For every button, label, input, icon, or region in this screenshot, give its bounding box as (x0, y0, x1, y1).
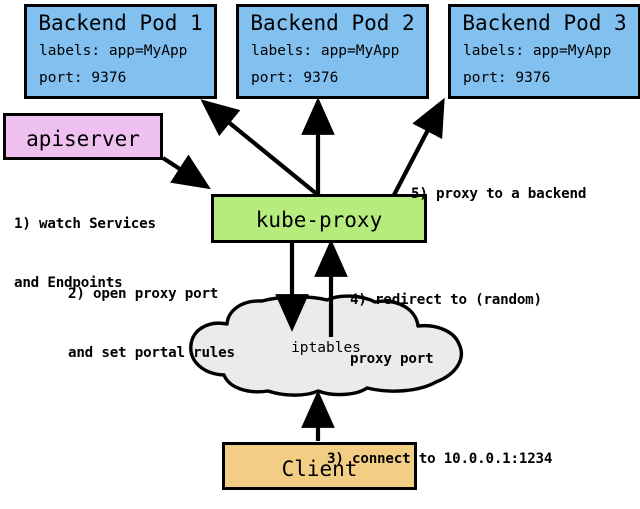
step-2-label: 2) open proxy port and set portal rules (68, 246, 235, 402)
backend-pod-3[interactable]: Backend Pod 3 labels: app=MyApp port: 93… (448, 4, 640, 99)
client-label: Client (281, 457, 358, 481)
backend-pod-1[interactable]: Backend Pod 1 labels: app=MyApp port: 93… (24, 4, 217, 99)
step-4-line-2: proxy port (350, 350, 434, 367)
apiserver-label: apiserver (26, 127, 140, 151)
client-node[interactable]: Client (222, 442, 417, 490)
apiserver-node[interactable]: apiserver (3, 113, 163, 160)
step-5-line-1: 5) proxy to a backend (411, 186, 587, 202)
step-1-line-1: 1) watch Services (14, 216, 156, 232)
backend-pod-2-title: Backend Pod 2 (250, 11, 415, 35)
arrow-kubeproxy-to-pod1 (200, 99, 320, 197)
cloud-icon (189, 294, 464, 397)
connector-layer (161, 97, 464, 441)
backend-pod-3-port: port: 9376 (463, 70, 551, 86)
step-4-label: 4) redirect to (random) proxy port (350, 252, 542, 408)
kubeproxy-node[interactable]: kube-proxy (211, 194, 427, 243)
step-5-label: 5) proxy to a backend (411, 146, 586, 244)
kubeproxy-label: kube-proxy (255, 208, 383, 232)
step-1-label: 1) watch Services and Endpoints (14, 176, 156, 332)
backend-pod-2-port: port: 9376 (251, 70, 339, 86)
backend-pod-1-labels: labels: app=MyApp (39, 43, 188, 59)
diagram-canvas: Backend Pod 1 labels: app=MyApp port: 93… (3, 4, 640, 490)
step-2-line-2: and set portal rules (68, 344, 235, 361)
backend-pod-3-labels: labels: app=MyApp (463, 43, 612, 59)
backend-pod-2-labels: labels: app=MyApp (251, 43, 400, 59)
iptables-label: iptables (291, 340, 361, 356)
step-1-line-2: and Endpoints (14, 274, 123, 291)
step-3-line-1: 3) connect to 10.0.0.1:1234 (327, 451, 553, 467)
backend-pod-1-title: Backend Pod 1 (38, 11, 203, 35)
arrow-apiserver-to-kubeproxy (161, 154, 211, 190)
step-2-line-1: 2) open proxy port (68, 286, 219, 302)
backend-pod-2[interactable]: Backend Pod 2 labels: app=MyApp port: 93… (236, 4, 429, 99)
step-4-line-1: 4) redirect to (random) (350, 292, 542, 308)
step-3-label: 3) connect to 10.0.0.1:1234 (327, 411, 552, 509)
backend-pod-1-port: port: 9376 (39, 70, 127, 86)
backend-pod-3-title: Backend Pod 3 (462, 11, 627, 35)
arrow-kubeproxy-to-pod3 (392, 97, 445, 196)
